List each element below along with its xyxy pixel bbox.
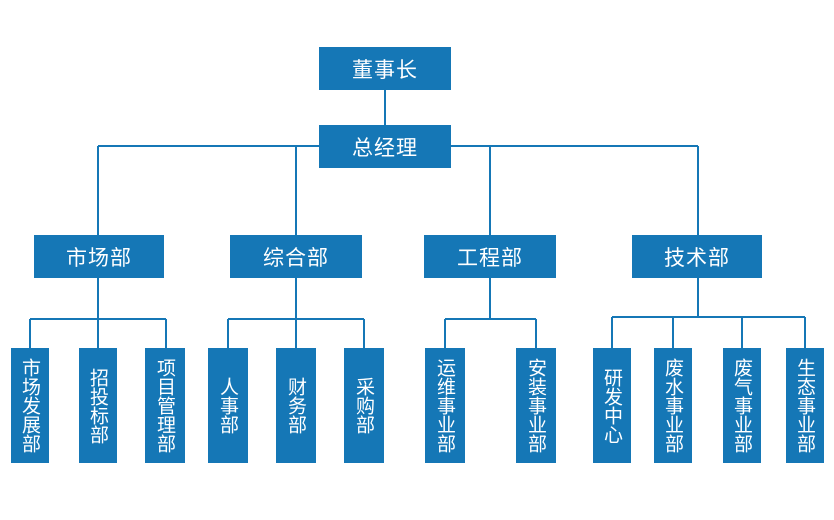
unit-box: 采购部: [344, 348, 384, 463]
unit-label: 招投标部: [87, 367, 109, 444]
unit-box: 运维事业部: [425, 348, 465, 463]
unit-label: 项目管理部: [154, 358, 176, 453]
unit-label: 生态事业部: [794, 358, 816, 453]
unit-label: 废水事业部: [662, 358, 684, 453]
department-box-technology: 技术部: [632, 235, 762, 278]
department-box-general-affairs: 综合部: [230, 235, 362, 278]
department-label: 技术部: [664, 245, 730, 270]
unit-label: 安装事业部: [525, 358, 547, 453]
unit-label: 财务部: [285, 377, 307, 434]
department-label: 工程部: [457, 245, 523, 270]
department-box-engineering: 工程部: [424, 235, 556, 278]
unit-box: 生态事业部: [786, 348, 824, 463]
unit-label: 市场发展部: [19, 358, 41, 453]
unit-box: 项目管理部: [145, 348, 185, 463]
unit-box: 废气事业部: [723, 348, 761, 463]
unit-box: 废水事业部: [654, 348, 692, 463]
unit-label: 研发中心: [601, 367, 623, 444]
unit-box: 研发中心: [593, 348, 631, 463]
unit-box: 人事部: [208, 348, 248, 463]
chairman-box: 董事长: [319, 47, 451, 90]
department-label: 市场部: [66, 245, 132, 270]
unit-box: 安装事业部: [516, 348, 556, 463]
unit-label: 废气事业部: [731, 358, 753, 453]
department-box-market: 市场部: [34, 235, 164, 278]
unit-label: 运维事业部: [434, 358, 456, 453]
unit-label: 人事部: [217, 377, 239, 434]
chairman-label: 董事长: [352, 57, 418, 82]
general-manager-box: 总经理: [319, 125, 451, 168]
general-manager-label: 总经理: [352, 135, 418, 160]
unit-label: 采购部: [353, 377, 375, 434]
unit-box: 市场发展部: [11, 348, 49, 463]
unit-box: 招投标部: [79, 348, 117, 463]
unit-box: 财务部: [276, 348, 316, 463]
department-label: 综合部: [263, 245, 329, 270]
